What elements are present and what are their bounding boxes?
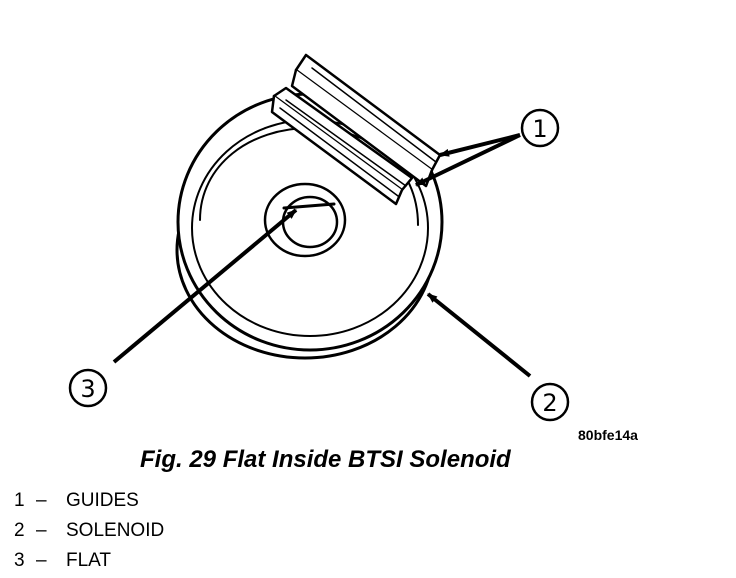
legend-list: 1–GUIDES 2–SOLENOID 3–FLAT — [14, 488, 164, 578]
leader-lines — [112, 133, 532, 378]
legend-item-label: GUIDES — [66, 490, 139, 511]
legend-item: 3–FLAT — [14, 548, 164, 578]
callout-2: 2 — [530, 382, 570, 422]
legend-item-label: SOLENOID — [66, 520, 165, 541]
figure-caption: Fig. 29 Flat Inside BTSI Solenoid — [140, 446, 511, 473]
legend-item-separator: – — [36, 490, 47, 511]
leader-2 — [426, 292, 532, 378]
leader-3 — [112, 208, 298, 364]
legend-item-number: 2 — [14, 520, 25, 541]
legend-item-label: FLAT — [66, 550, 112, 571]
guide-front — [272, 86, 414, 192]
callout-1-number: 1 — [532, 115, 547, 143]
legend-item-number: 1 — [14, 490, 25, 511]
leader-1b — [415, 133, 521, 187]
guides — [270, 53, 442, 206]
callout-3-number: 3 — [80, 375, 95, 403]
leader-1a — [439, 133, 521, 157]
legend-item: 2–SOLENOID — [14, 518, 164, 548]
legend-item-number: 3 — [14, 550, 25, 571]
legend-item-separator: – — [36, 550, 47, 571]
legend-item-separator: – — [36, 520, 47, 541]
solenoid-body — [175, 92, 444, 360]
flat-line — [282, 202, 336, 210]
legend-item: 1–GUIDES — [14, 488, 164, 518]
callout-2-number: 2 — [542, 389, 557, 417]
callout-1: 1 — [520, 108, 560, 148]
figure-ref-code: 80bfe14a — [578, 427, 638, 443]
callout-3: 3 — [68, 368, 108, 408]
